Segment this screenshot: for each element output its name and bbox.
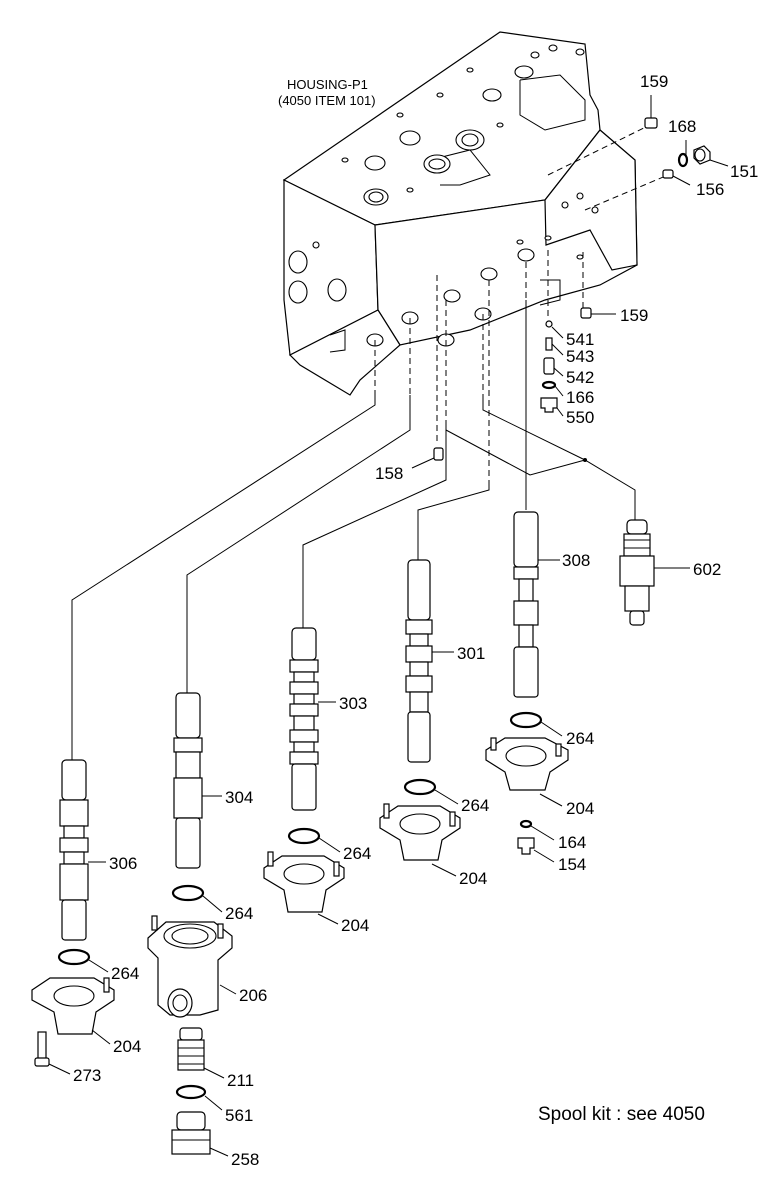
part-158-plug [411,447,444,469]
label-204-1: 204 [566,799,594,818]
part-164-oring [519,819,555,841]
assembly-guide-lines [71,124,669,760]
label-264-5: 264 [111,964,139,983]
label-156: 156 [696,180,724,199]
label-264-4: 264 [225,904,253,923]
part-159-plug-top [644,95,658,129]
spool-306 [59,759,106,941]
part-159-plug-side [580,307,616,319]
label-204-4: 204 [113,1037,141,1056]
label-308: 308 [562,551,590,570]
oring-264-3 [287,827,341,853]
label-561: 561 [225,1106,253,1125]
label-306: 306 [109,854,137,873]
part-151-cap [693,145,729,167]
part-273-bolt [34,1031,71,1075]
parts-541-550 [540,320,564,417]
label-304: 304 [225,788,253,807]
part-154-plug [517,837,555,863]
spool-kit-note: Spool kit : see 4050 [538,1104,705,1125]
label-264-1: 264 [566,729,594,748]
cover-204-3 [263,851,345,925]
housing-title-line2: (4050 ITEM 101) [278,93,376,108]
oring-264-5 [57,948,109,973]
label-273: 273 [73,1066,101,1085]
cover-204-1 [485,737,569,807]
label-301: 301 [457,644,485,663]
part-168-oring [677,140,689,168]
label-602: 602 [693,560,721,579]
spool-308 [513,511,560,698]
spool-304 [173,692,222,869]
label-154: 154 [558,855,586,874]
label-206: 206 [239,986,267,1005]
label-158: 158 [375,464,403,483]
oring-264-1 [509,711,563,737]
label-542: 542 [566,368,594,387]
label-264-3: 264 [343,844,371,863]
label-211: 211 [227,1071,254,1090]
label-159-side: 159 [620,306,648,325]
housing-title: HOUSING-P1 (4050 ITEM 101) [278,77,376,108]
label-543: 543 [566,347,594,366]
label-151: 151 [730,162,758,181]
cover-204-4 [31,977,115,1045]
part-602-relief-valve [619,519,690,626]
housing-p1 [282,31,638,396]
label-166: 166 [566,388,594,407]
housing-title-line1: HOUSING-P1 [287,77,368,92]
part-258-plug [171,1111,229,1157]
label-258: 258 [231,1150,259,1169]
oring-561 [175,1084,223,1111]
oring-264-4 [171,884,223,913]
cover-206 [147,915,237,1018]
oring-264-2 [403,778,459,805]
label-168: 168 [668,117,696,136]
spool-301 [405,559,454,763]
part-156-plug [662,169,691,186]
label-204-3: 204 [341,916,369,935]
part-211-piston [177,1027,225,1079]
spool-303 [289,627,336,811]
label-264-2: 264 [461,796,489,815]
label-164: 164 [558,833,586,852]
cover-204-2 [379,803,461,877]
label-159-top: 159 [640,72,668,91]
label-541: 541 [566,330,594,349]
label-550: 550 [566,408,594,427]
label-303: 303 [339,694,367,713]
label-204-2: 204 [459,869,487,888]
